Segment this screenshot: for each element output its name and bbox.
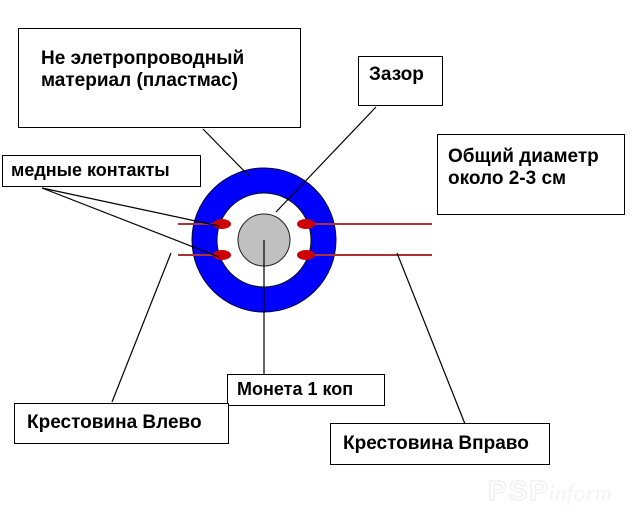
contact-right-top bbox=[297, 219, 315, 229]
leader-contacts-top bbox=[41, 187, 220, 227]
pspinform-watermark: PSP inform bbox=[487, 474, 612, 507]
label-box-gap: Зазор bbox=[358, 56, 443, 106]
label-diameter-line2: около 2-3 см bbox=[448, 168, 567, 190]
label-diameter-line1: Общий диаметр bbox=[448, 146, 599, 167]
label-cross-left: Крестовина Влево bbox=[27, 412, 202, 433]
label-gap: Зазор bbox=[369, 64, 424, 85]
contact-left-bottom bbox=[213, 250, 231, 260]
label-box-cross-right: Крестовина Вправо bbox=[330, 423, 550, 465]
label-box-contacts: медные контакты bbox=[2, 155, 201, 187]
leader-material bbox=[202, 128, 250, 177]
leader-contacts-bottom bbox=[41, 187, 220, 258]
label-material-line2: материал (пластмас) bbox=[41, 70, 239, 92]
label-box-diameter: Общий диаметр около 2-3 см bbox=[437, 134, 625, 215]
leader-cross-left bbox=[111, 252, 172, 403]
watermark-script-text: inform bbox=[548, 481, 612, 507]
label-cross-right: Крестовина Вправо bbox=[343, 433, 529, 454]
label-material-line1: Не элетропроводный bbox=[41, 48, 245, 69]
label-coin: Монета 1 коп bbox=[237, 379, 354, 399]
label-contacts: медные контакты bbox=[11, 160, 170, 180]
leader-gap bbox=[275, 106, 377, 213]
label-box-cross-left: Крестовина Влево bbox=[14, 403, 229, 444]
label-box-coin: Монета 1 коп bbox=[227, 374, 385, 406]
contact-left-top bbox=[213, 219, 231, 229]
contact-right-bottom bbox=[297, 250, 315, 260]
leader-cross-right bbox=[396, 252, 466, 425]
watermark-block-text: PSP bbox=[488, 475, 550, 506]
label-box-material: Не элетропроводный материал (пластмас) bbox=[18, 28, 301, 128]
